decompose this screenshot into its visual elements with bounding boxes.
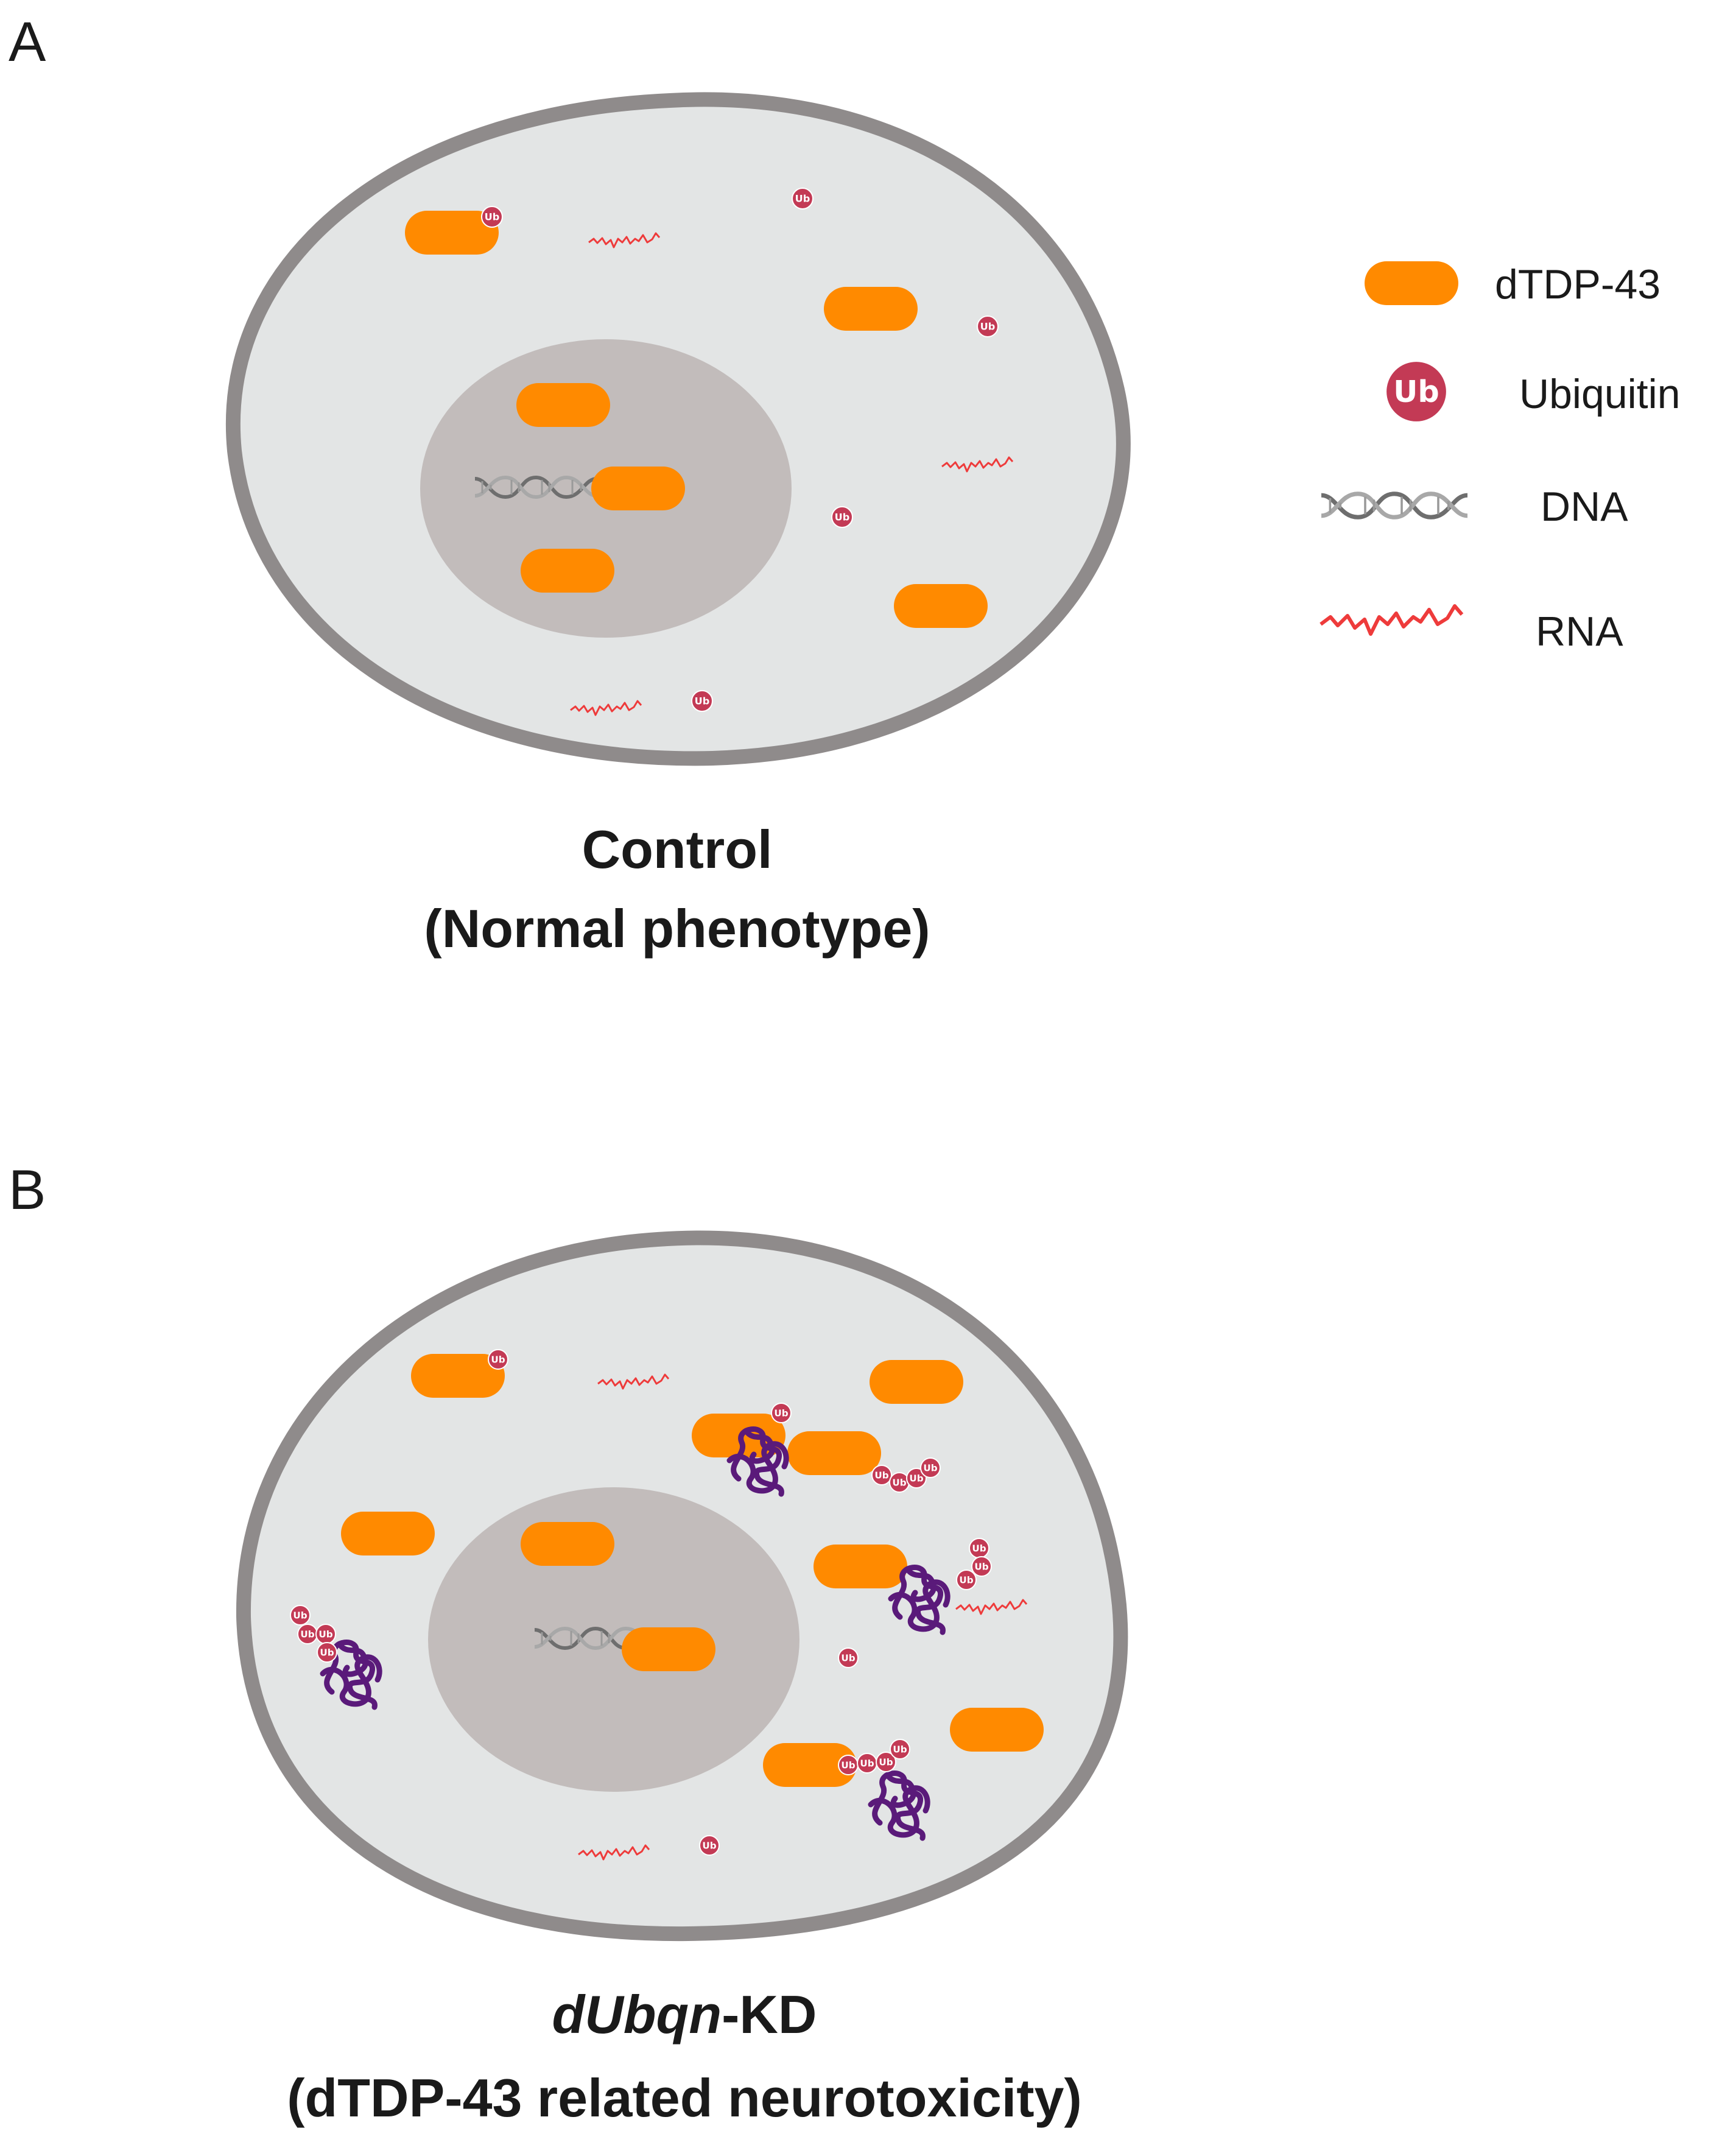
ubiquitin-icon: Ub xyxy=(771,1403,792,1423)
ubiquitin-icon: Ub xyxy=(906,1468,927,1488)
panel-letter-b: B xyxy=(9,1159,46,1221)
dtdp43-icon xyxy=(1365,261,1458,305)
caption-b-suffix: -KD xyxy=(722,1984,817,2045)
ubiquitin-label: Ub xyxy=(835,512,850,523)
ubiquitin-label: Ub xyxy=(695,696,710,707)
ubiquitin-label: Ub xyxy=(974,1561,988,1572)
caption-b-line1: dUbqn-KD xyxy=(552,1984,817,2045)
ubiquitin-label: Ub xyxy=(300,1629,314,1640)
ubiquitin-label: Ub xyxy=(485,211,500,223)
ubiquitin-label: Ub xyxy=(774,1407,788,1418)
legend-label-ubiquitin: Ubiquitin xyxy=(1519,371,1681,417)
dtdp43-protein xyxy=(870,1360,963,1404)
legend-label-rna: RNA xyxy=(1536,608,1623,655)
caption-a-line1: Control xyxy=(582,819,773,879)
ubiquitin-icon: Ub xyxy=(297,1624,318,1644)
ubiquitin-icon: Ub xyxy=(488,1349,508,1370)
legend: Ub xyxy=(1321,261,1467,634)
ubiquitin-label: Ub xyxy=(959,1574,973,1585)
ubiquitin-label: Ub xyxy=(923,1462,937,1473)
ubiquitin-icon: Ub xyxy=(920,1457,941,1478)
ubiquitin-label: Ub xyxy=(702,1840,716,1851)
ubiquitin-label: Ub xyxy=(1393,374,1439,409)
ubiquitin-icon: Ub xyxy=(976,315,999,338)
ubiquitin-icon: Ub xyxy=(691,689,714,713)
ubiquitin-icon: Ub xyxy=(317,1642,337,1663)
ubiquitin-icon: Ub xyxy=(699,1835,720,1856)
ubiquitin-icon: Ub xyxy=(971,1556,992,1577)
ubiquitin-icon: Ub xyxy=(838,1755,859,1775)
ubiquitin-icon: Ub xyxy=(889,1472,910,1493)
legend-label-dna: DNA xyxy=(1541,484,1628,530)
rna-icon xyxy=(1321,606,1462,634)
ubiquitin-label: Ub xyxy=(879,1756,893,1767)
ubiquitin-icon: Ub xyxy=(969,1538,989,1559)
dtdp43-protein xyxy=(521,549,614,593)
ubiquitin-icon: Ub xyxy=(857,1753,877,1774)
ubiquitin-label: Ub xyxy=(874,1470,888,1481)
dtdp43-protein xyxy=(591,467,685,510)
ubiquitin-label: Ub xyxy=(320,1647,334,1658)
ubiquitin-label: Ub xyxy=(841,1652,855,1663)
ubiquitin-icon: Ub xyxy=(956,1569,977,1590)
ubiquitin-label: Ub xyxy=(893,1744,907,1755)
ubiquitin-label: Ub xyxy=(860,1758,874,1769)
caption-b-gene: dUbqn xyxy=(552,1984,722,2045)
ubiquitin-icon: Ub xyxy=(791,187,814,210)
dtdp43-protein xyxy=(894,584,988,628)
dtdp43-protein xyxy=(824,287,918,331)
ubiquitin-icon: Ub xyxy=(871,1465,892,1485)
ubiquitin-label: Ub xyxy=(318,1629,332,1640)
ubiquitin-label: Ub xyxy=(293,1610,307,1621)
ubiquitin-icon: Ub xyxy=(838,1647,859,1668)
dtdp43-protein xyxy=(814,1545,907,1588)
caption-a-line2: (Normal phenotype) xyxy=(424,898,930,959)
dna-icon xyxy=(1321,494,1467,517)
dtdp43-protein xyxy=(341,1512,435,1555)
ubiquitin-icon: Ub xyxy=(876,1752,896,1772)
ubiquitin-label: Ub xyxy=(892,1477,906,1488)
ubiquitin-label: Ub xyxy=(980,321,996,333)
panel-letter-a: A xyxy=(9,11,46,73)
dtdp43-protein xyxy=(516,383,610,427)
ubiquitin-label: Ub xyxy=(491,1354,505,1365)
ubiquitin-label: Ub xyxy=(972,1543,986,1554)
ubiquitin-icon: Ub xyxy=(315,1624,336,1644)
dtdp43-protein xyxy=(622,1627,715,1671)
ubiquitin-icon: Ub xyxy=(831,506,854,529)
ubiquitin-icon: Ub xyxy=(290,1605,311,1626)
ubiquitin-label: Ub xyxy=(909,1473,923,1484)
ubiquitin-icon: Ub xyxy=(1382,358,1450,426)
ubiquitin-label: Ub xyxy=(841,1760,855,1770)
legend-label-dtdp43: dTDP-43 xyxy=(1495,261,1660,308)
ubiquitin-icon: Ub xyxy=(480,205,504,228)
ubiquitin-icon: Ub xyxy=(890,1739,910,1760)
ubiquitin-label: Ub xyxy=(795,193,810,205)
caption-b-line2: (dTDP-43 related neurotoxicity) xyxy=(287,2068,1082,2128)
dtdp43-protein xyxy=(950,1708,1044,1752)
dtdp43-protein xyxy=(521,1522,614,1566)
dtdp43-protein xyxy=(787,1431,881,1475)
